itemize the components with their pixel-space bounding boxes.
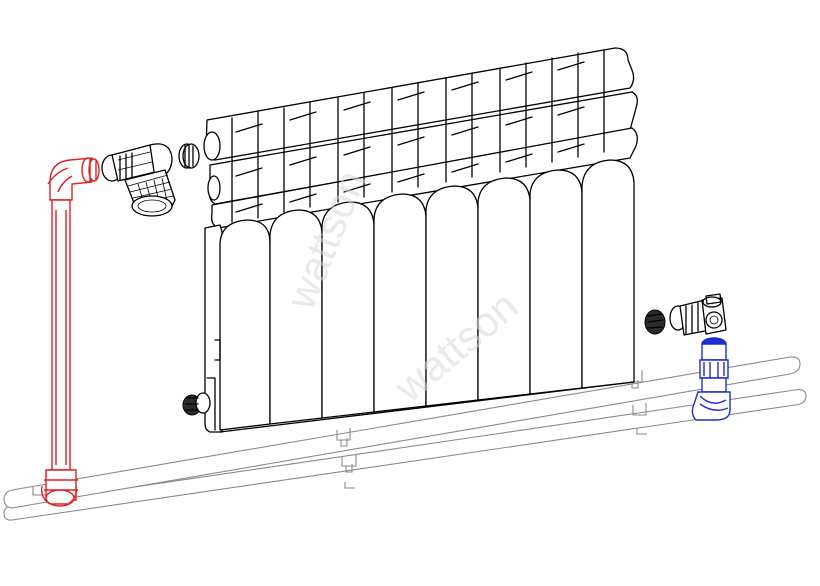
radiator-sections: [219, 159, 635, 431]
gray-supply-pipe: [3, 356, 801, 509]
gray-return-pipe: [3, 389, 807, 521]
return-valve: [644, 293, 727, 336]
pipe-clips: [32, 370, 647, 496]
top-right-plug: [178, 143, 200, 169]
thermostatic-valve: [101, 143, 176, 217]
radiator-fins: [231, 49, 605, 223]
gray-pipes: [3, 356, 807, 521]
red-riser-pipe: [40, 157, 100, 507]
bottom-left-plug: [182, 392, 211, 416]
radiator: [203, 47, 638, 433]
blue-return-connection: [691, 337, 731, 421]
